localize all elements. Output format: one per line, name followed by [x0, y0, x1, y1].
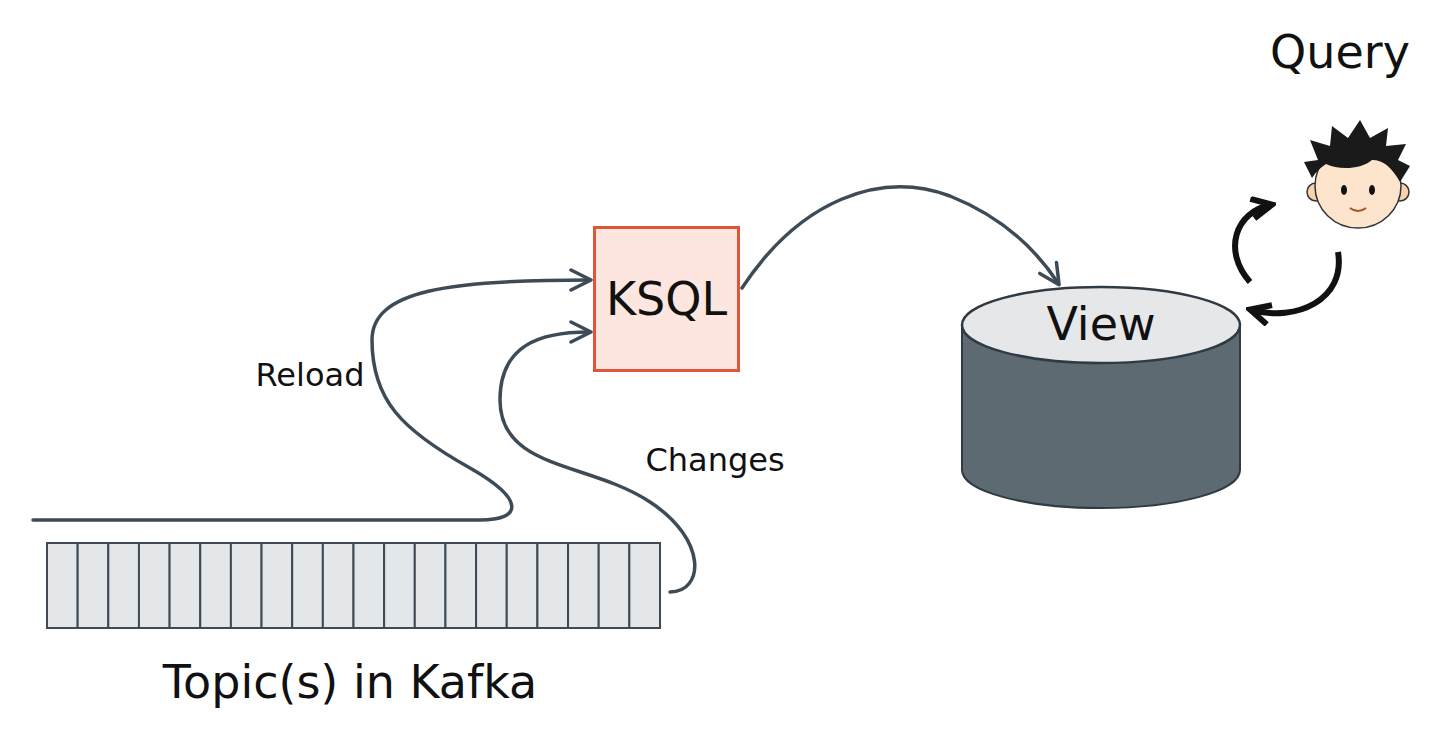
edge-label: Changes: [641, 441, 788, 479]
process-box: KSQL: [593, 226, 740, 372]
free-label: Query: [1266, 25, 1414, 79]
view-cylinder: View: [960, 285, 1242, 510]
edge-label: Reload: [252, 356, 369, 394]
connector-arrow: [33, 280, 589, 520]
node-label: KSQL: [606, 272, 727, 326]
log-cells: [30, 520, 670, 630]
query-arrow: [1235, 205, 1270, 282]
person-icon: [1304, 120, 1410, 228]
kafka-topic-log: Topic(s) in Kafka: [30, 520, 670, 720]
node-label: Topic(s) in Kafka: [163, 655, 538, 709]
query-arrow: [1252, 252, 1339, 313]
node-label: View: [1046, 297, 1155, 351]
connector-arrow: [742, 187, 1058, 288]
